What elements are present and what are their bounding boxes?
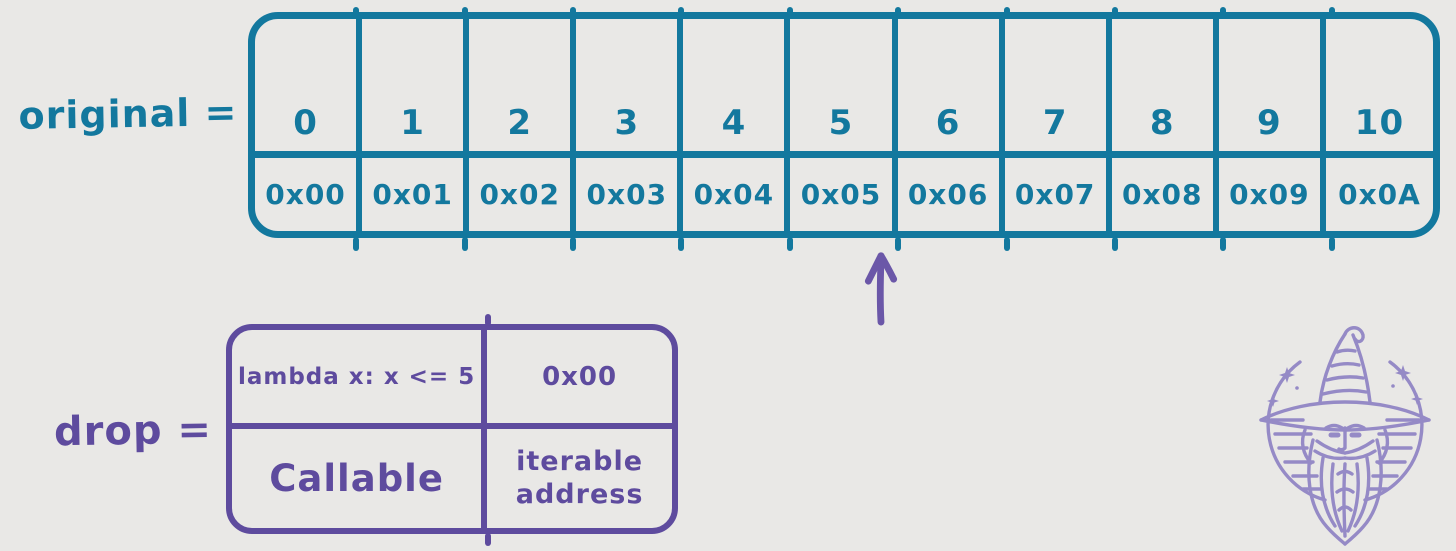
array-address-cell-4: 0x04 [683,158,791,231]
array-address-cell-6: 0x06 [898,158,1005,231]
array-address-cell-3: 0x03 [576,158,684,231]
array-divider-tick [786,7,793,17]
drop-table: lambda x: x <= 5 0x00 Callable iterable … [226,314,678,546]
array-divider-tick [461,237,468,251]
drop-divider-tick-bottom [485,533,492,546]
array-address-cell-8: 0x08 [1112,158,1219,231]
array-divider-tick [570,237,577,251]
drop-address-cell: 0x00 [487,330,672,429]
array-divider-tick [895,7,902,17]
original-label: original = [18,90,238,138]
array-address-cell-9: 0x09 [1219,158,1326,231]
array-address-cell-2: 0x02 [469,158,577,231]
array-divider-tick [461,7,468,17]
wizard-logo-icon [1259,326,1431,546]
array-index-cell-8: 8 [1111,19,1219,158]
array-divider-tick [678,237,685,251]
array-index-cell-4: 4 [683,19,791,158]
array-index-cell-9: 9 [1218,19,1326,158]
index-arrow-icon [864,252,898,326]
drop-label: drop = [53,406,213,456]
array-divider-tick [1328,237,1335,251]
drop-predicate-cell: lambda x: x <= 5 [232,330,488,429]
array-divider-tick [1111,7,1118,17]
array-divider-tick [353,7,360,17]
array-address-cell-1: 0x01 [362,158,470,231]
array-index-cell-0: 0 [255,19,363,158]
array-divider-tick [895,237,902,251]
array-index-cell-3: 3 [576,19,684,158]
array-index-cell-1: 1 [362,19,470,158]
drop-divider-tick-top [485,314,492,326]
array-index-cell-5: 5 [790,19,898,158]
array-index-cell-7: 7 [1004,19,1112,158]
array-index-cell-2: 2 [469,19,577,158]
array-index-cell-6: 6 [897,19,1005,158]
array-divider-tick [1220,7,1227,17]
array-index-cell-10: 10 [1325,19,1433,158]
drop-table-grid: lambda x: x <= 5 0x00 Callable iterable … [226,324,678,534]
array-address-cell-10: 0x0A [1338,178,1421,211]
array-divider-tick [678,7,685,17]
array-address-cell-7: 0x07 [1005,158,1112,231]
array-address-cell-0: 0x00 [255,158,363,231]
drop-iterable-address-cell: iterable address [515,446,644,510]
drop-callable-cell: Callable [232,429,488,528]
array-divider-tick [1328,7,1335,17]
array-divider-tick [1003,7,1010,17]
array-divider-tick [353,237,360,251]
array-divider-tick [1220,237,1227,251]
array-divider-tick [1003,237,1010,251]
array-divider-tick [1111,237,1118,251]
array-divider-tick [786,237,793,251]
array-address-cell-5: 0x05 [790,158,898,231]
array-divider-tick [570,7,577,17]
